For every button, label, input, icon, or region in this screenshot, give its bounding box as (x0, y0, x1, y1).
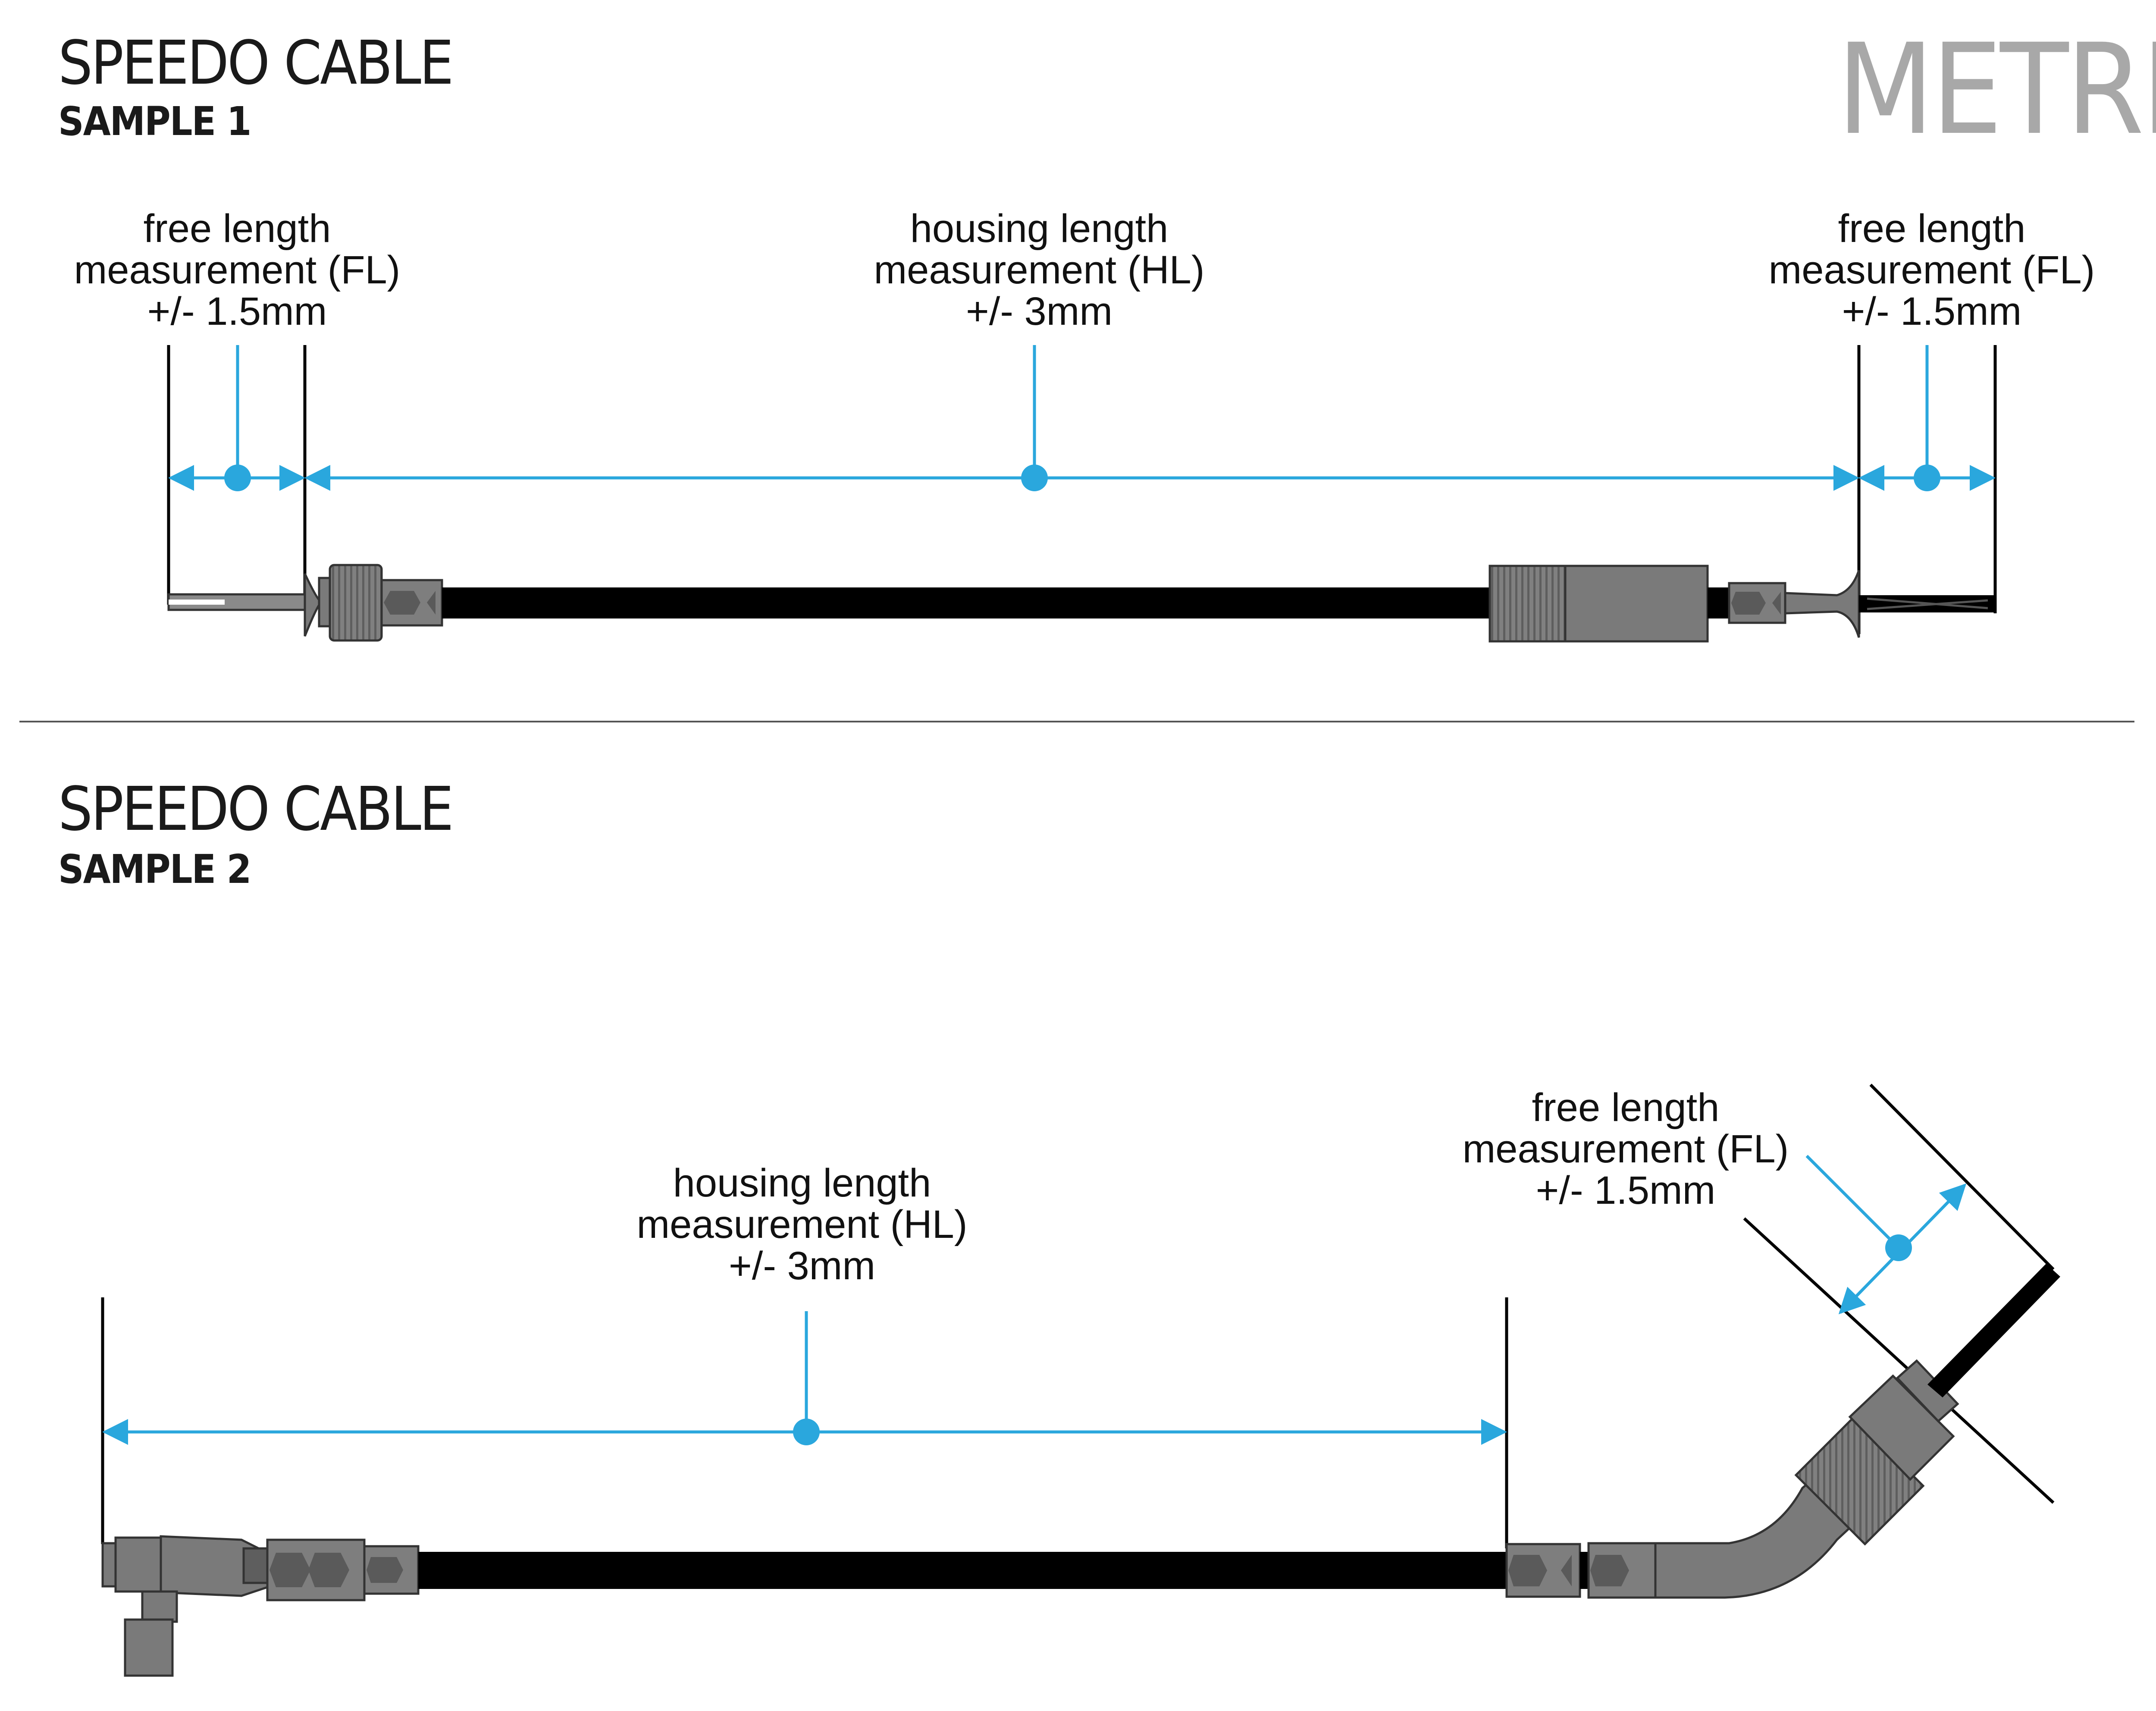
label-line: measurement (HL) (874, 248, 1205, 292)
sample-2-hl-label: housing length measurement (HL) +/- 3mm (621, 1162, 983, 1287)
sample-2-cable (101, 1264, 2060, 1677)
label-line: housing length (673, 1161, 931, 1205)
label-line: free length (1532, 1086, 1720, 1130)
sample-2-subtitle: SAMPLE 2 (58, 846, 251, 892)
label-line: housing length (910, 207, 1169, 251)
label-line: +/- 1.5mm (147, 289, 327, 333)
sample-1-cable (167, 564, 1995, 643)
sample-1-hl-label: housing length measurement (HL) +/- 3mm (856, 208, 1222, 332)
sample-2-dimension-lines (101, 1083, 2055, 1548)
label-line: +/- 1.5mm (1536, 1168, 1716, 1212)
sample-1-subtitle: SAMPLE 1 (58, 98, 251, 144)
label-line: measurement (FL) (1462, 1127, 1789, 1171)
section-divider (19, 721, 2134, 722)
sample-2-fl-label: free length measurement (FL) +/- 1.5mm (1445, 1087, 1807, 1211)
sample-1-fl-right-label: free length measurement (FL) +/- 1.5mm (1755, 208, 2109, 332)
label-line: +/- 3mm (729, 1244, 875, 1288)
label-line: measurement (FL) (74, 248, 401, 292)
label-line: +/- 1.5mm (1842, 289, 2022, 333)
sample-1-fl-left-label: free length measurement (FL) +/- 1.5mm (65, 208, 410, 332)
sample-2-title: SPEEDO CABLE (58, 774, 454, 845)
metric-label: METRIC (1837, 17, 2156, 163)
label-line: free length (143, 207, 331, 251)
label-line: free length (1838, 207, 2026, 251)
label-line: measurement (FL) (1768, 248, 2095, 292)
label-line: +/- 3mm (966, 289, 1112, 333)
label-line: measurement (HL) (636, 1202, 968, 1246)
sample-1-title: SPEEDO CABLE (58, 28, 454, 98)
